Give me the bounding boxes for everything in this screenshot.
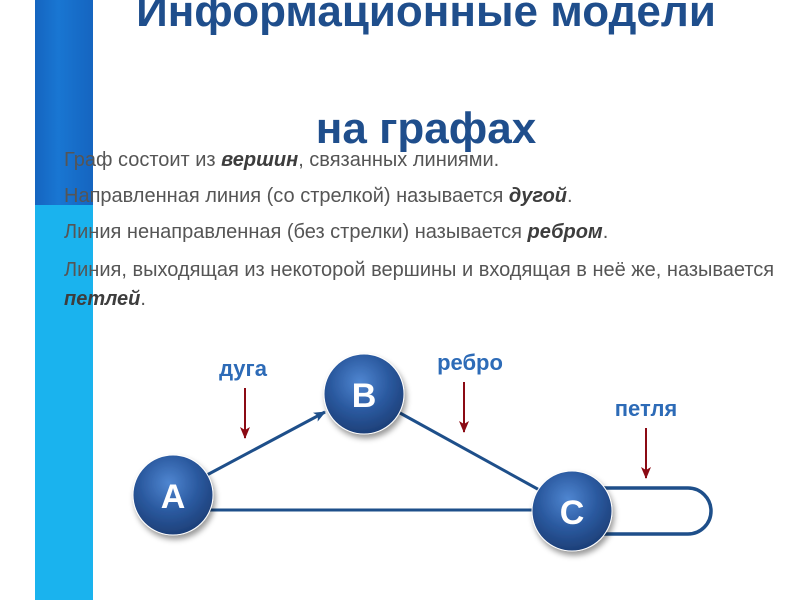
- node-a-label: A: [161, 478, 186, 516]
- paragraph-edge: Линия ненаправленная (без стрелки) назыв…: [64, 218, 784, 247]
- paragraph-loop: Линия, выходящая из некоторой вершины и …: [64, 256, 784, 314]
- node-c-label: C: [560, 494, 585, 532]
- paragraph-text: .: [567, 185, 573, 207]
- paragraph-text: Направленная линия (со стрелкой) называе…: [64, 185, 509, 207]
- label-loop: петля: [615, 396, 678, 421]
- title-line-2: на графах: [315, 104, 537, 153]
- term-loop: петлей: [64, 288, 141, 310]
- title-line-1: Информационные модели: [136, 0, 716, 36]
- sidebar-accent-light: [35, 205, 93, 600]
- label-arc: дуга: [219, 356, 268, 381]
- arc-a-to-b: [204, 410, 326, 478]
- node-b-label: B: [352, 377, 377, 415]
- sidebar-accent-dark: [35, 0, 93, 205]
- paragraph-arc: Направленная линия (со стрелкой) называе…: [64, 182, 784, 211]
- paragraph-text: , связанных линиями.: [298, 149, 500, 171]
- label-edge: ребро: [437, 350, 503, 375]
- node-b: B: [323, 353, 405, 435]
- paragraph-text: .: [602, 221, 609, 243]
- paragraph-text: Линия, выходящая из некоторой вершины и …: [64, 259, 775, 281]
- edge-b-c: [399, 411, 544, 494]
- paragraph-vertices: Граф состоит из вершин, связанных линиям…: [64, 146, 784, 175]
- node-a: A: [132, 454, 214, 536]
- term-vertices: вершин: [221, 149, 299, 171]
- loop-c: [600, 486, 713, 536]
- term-arc: дугой: [508, 185, 568, 207]
- term-edge: ребром: [527, 221, 603, 243]
- paragraph-text: .: [140, 288, 146, 310]
- node-c: C: [531, 470, 613, 552]
- paragraph-text: Линия ненаправленная (без стрелки) назыв…: [64, 221, 528, 243]
- paragraph-text: Граф состоит из: [64, 149, 222, 171]
